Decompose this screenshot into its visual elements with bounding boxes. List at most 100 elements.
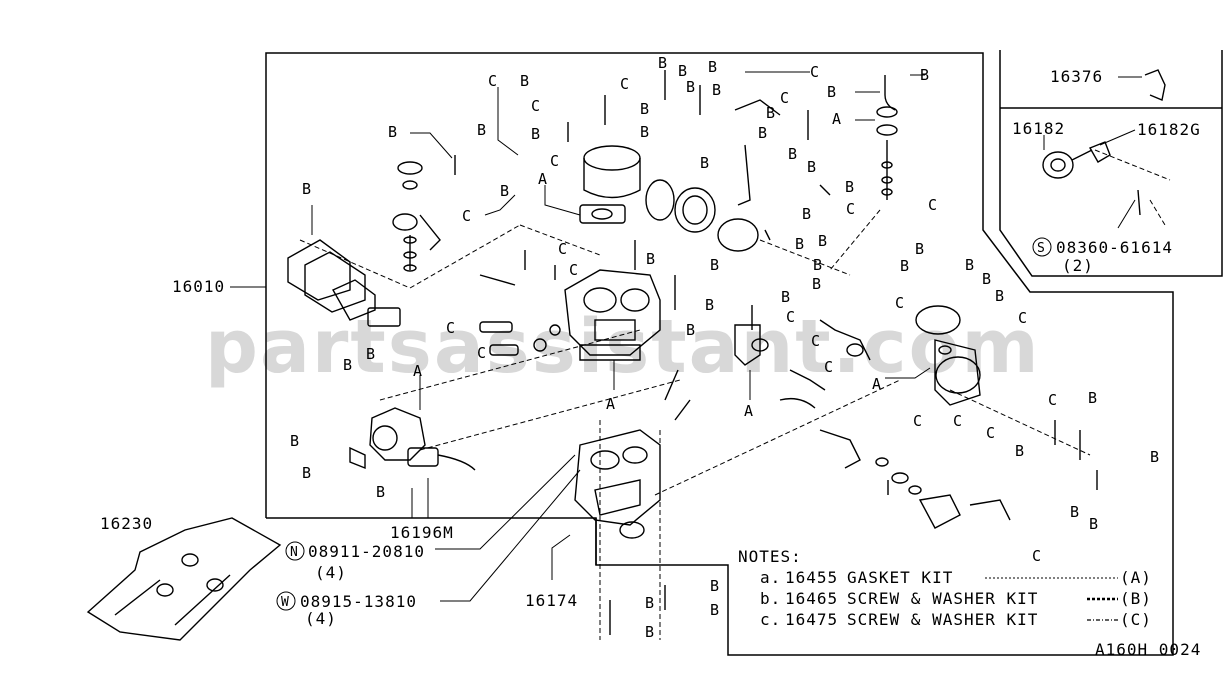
callout-b: B: [678, 62, 687, 80]
callout-c: C: [477, 344, 486, 362]
part-08360-61614: 08360-61614: [1056, 238, 1173, 257]
hardware-parts: N 08911-20810 (4) W 08915-13810 (4) S 08…: [276, 237, 1173, 628]
leader-b: [410, 132, 453, 159]
leader-a: [544, 185, 581, 216]
callout-a: A: [872, 375, 881, 393]
callout-c: C: [895, 294, 904, 312]
callout-b: B: [845, 178, 854, 196]
note-ref: (A): [1120, 568, 1152, 587]
callout-b: B: [531, 125, 540, 143]
callout-b: B: [343, 356, 352, 374]
leader-a5: [885, 367, 931, 379]
note-prefix: b.: [760, 589, 781, 608]
callout-b: B: [900, 257, 909, 275]
dash-line: [759, 239, 851, 276]
callout-b: B: [827, 83, 836, 101]
notes-block: NOTES: a. 16455 GASKET KIT (A) b. 16465 …: [738, 547, 1152, 629]
note-ref: (B): [1120, 589, 1152, 608]
choke-linkage: [392, 161, 441, 272]
callout-b: B: [1015, 442, 1024, 460]
watermark: partsassistant.com: [205, 304, 1041, 390]
callout-c: C: [811, 332, 820, 350]
callout-c: C: [846, 200, 855, 218]
callout-a: A: [538, 170, 547, 188]
callout-letters: C B C C B B B B B B C C B B B B A B B B …: [290, 54, 1159, 641]
callout-b: B: [658, 54, 667, 72]
dash-line: [299, 239, 411, 289]
callout-b: B: [477, 121, 486, 139]
throttle-chamber: [349, 407, 476, 471]
diagram-code: A160H 0024: [1095, 640, 1201, 659]
inset-frame: [999, 50, 1223, 277]
callout-c: C: [488, 72, 497, 90]
callout-c: C: [558, 240, 567, 258]
dash-line: [379, 329, 641, 401]
note-ref: (C): [1120, 610, 1152, 629]
air-horn-assembly: [579, 145, 641, 224]
callout-b: B: [795, 235, 804, 253]
part-16182: 16182: [1012, 119, 1065, 138]
callout-c: C: [550, 152, 559, 170]
callout-b: B: [645, 623, 654, 641]
callout-b: B: [646, 250, 655, 268]
callout-b: B: [710, 256, 719, 274]
callout-c: C: [786, 308, 795, 326]
callout-b: B: [807, 158, 816, 176]
callout-b: B: [686, 78, 695, 96]
carburetor-main-body: [564, 269, 661, 361]
note-desc: SCREW & WASHER KIT: [847, 610, 1038, 629]
callout-c: C: [1048, 391, 1057, 409]
part-numbers: 16010 16230 16196M 16174 16376 16182 161…: [100, 67, 1201, 610]
w-circle-icon: [276, 591, 296, 611]
callout-b: B: [995, 287, 1004, 305]
dash-line: [519, 224, 601, 256]
callout-c: C: [462, 207, 471, 225]
callout-c: C: [810, 63, 819, 81]
dash-line: [654, 379, 901, 496]
leader-c2: [484, 194, 516, 216]
left-gasket-stack: [287, 239, 401, 327]
callout-c: C: [1018, 309, 1027, 327]
notes-title: NOTES:: [738, 547, 802, 566]
callout-c: C: [986, 424, 995, 442]
callout-b: B: [712, 81, 721, 99]
callout-b: B: [1088, 389, 1097, 407]
w-code: W: [281, 595, 289, 610]
callout-b: B: [965, 256, 974, 274]
callout-b: B: [781, 288, 790, 306]
callout-c: C: [780, 89, 789, 107]
leader-n: [435, 454, 576, 550]
callout-b: B: [500, 182, 509, 200]
part-16230: 16230: [100, 514, 153, 533]
callout-b: B: [1070, 503, 1079, 521]
note-part: 16455: [785, 568, 838, 587]
callout-c: C: [928, 196, 937, 214]
dash-line: [1149, 199, 1166, 226]
callout-b: B: [1089, 515, 1098, 533]
insulator-16230: [86, 517, 282, 641]
part-16376: 16376: [1050, 67, 1103, 86]
callout-b: B: [366, 345, 375, 363]
callout-b: B: [813, 256, 822, 274]
callout-a: A: [413, 362, 422, 380]
qty-s: (2): [1062, 256, 1094, 275]
n-circle-icon: [285, 541, 305, 561]
callout-a: A: [832, 110, 841, 128]
callout-b: B: [302, 180, 311, 198]
note-desc: SCREW & WASHER KIT: [847, 589, 1038, 608]
callout-b: B: [705, 296, 714, 314]
note-part: 16465: [785, 589, 838, 608]
part-16010: 16010: [172, 277, 225, 296]
callout-a: A: [744, 402, 753, 420]
callout-b: B: [388, 123, 397, 141]
part-16182g: 16182G: [1137, 120, 1201, 139]
s-code: S: [1037, 241, 1045, 256]
callout-b: B: [708, 58, 717, 76]
s-circle-icon: [1032, 237, 1052, 257]
callout-a: A: [606, 395, 615, 413]
callout-b: B: [818, 232, 827, 250]
throttle-linkage: [779, 319, 1011, 529]
note-prefix: a.: [760, 568, 781, 587]
note-leaders: [985, 577, 1118, 621]
jets: [479, 321, 561, 356]
